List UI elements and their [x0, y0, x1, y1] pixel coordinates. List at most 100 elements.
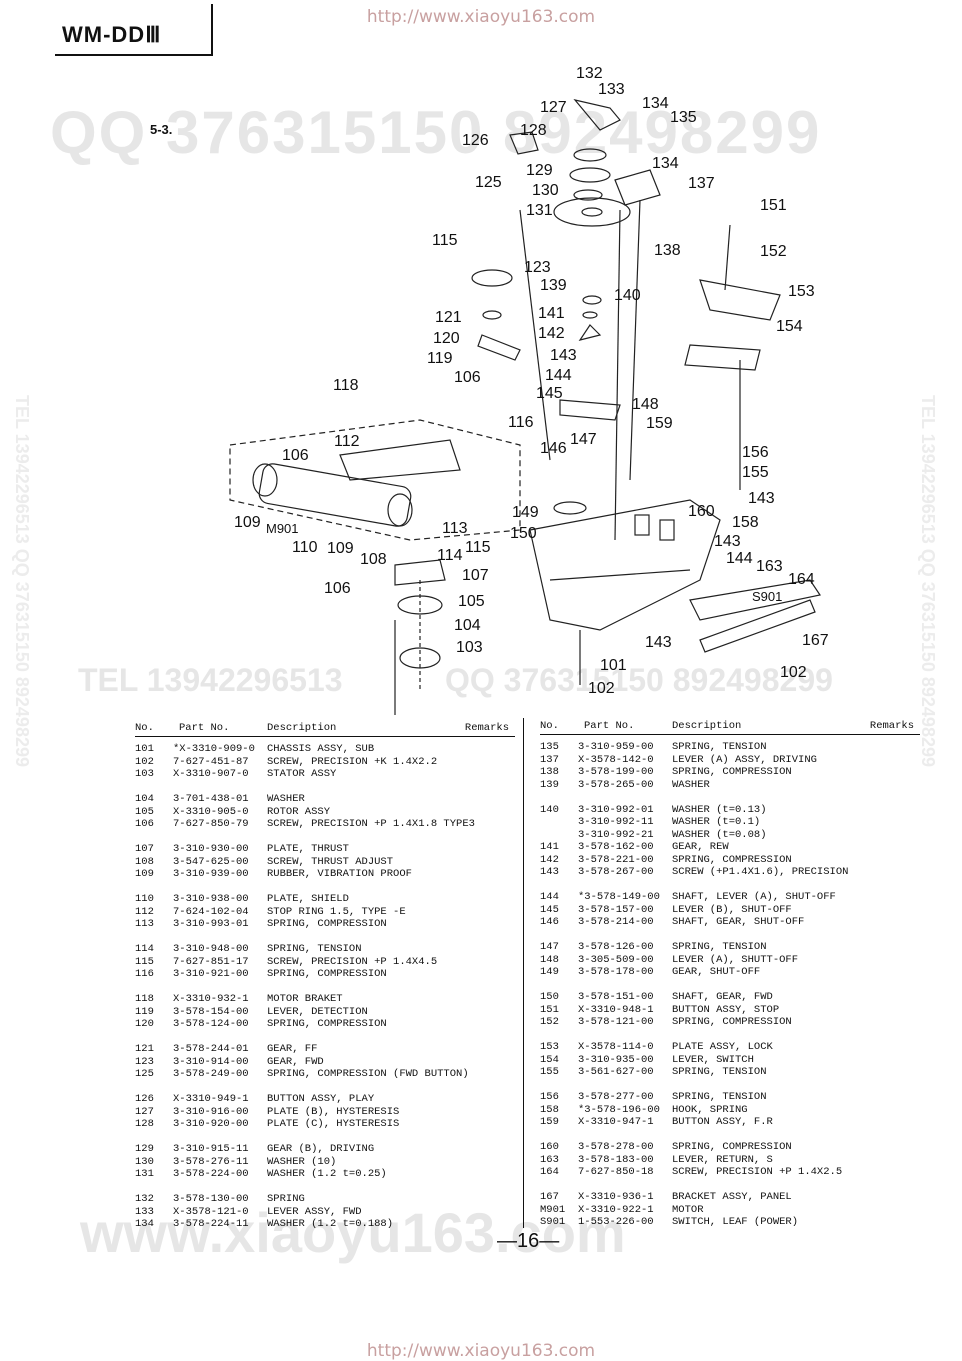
cell-part-no: 3-310-992-01 [578, 803, 654, 816]
watermark-url-top[interactable]: http://www.xiaoyu163.com [366, 7, 596, 27]
cell-no: 134 [135, 1218, 154, 1230]
cell-description: SPRING, TENSION [267, 943, 362, 955]
callout-label: 142 [538, 325, 565, 342]
cell-part-no: 3-310-959-00 [578, 741, 654, 753]
callout-label: 113 [442, 520, 468, 537]
cell-part-no: 3-310-993-01 [173, 918, 249, 930]
cell-part-no: 3-310-921-00 [173, 968, 249, 980]
cell-no: 155 [540, 1066, 559, 1078]
cell-part-no: 3-578-267-00 [578, 866, 654, 878]
cell-description: WASHER (t=0.1) [672, 816, 761, 828]
callout-label: 141 [538, 305, 565, 322]
callout-label: 143 [748, 490, 775, 507]
watermark-qq-mid: QQ 376315150 892498299 [445, 662, 833, 698]
cell-no: 135 [540, 741, 559, 753]
callout-label: 137 [688, 175, 715, 192]
cell-no: S901 [540, 1216, 566, 1228]
cell-description: STATOR ASSY [267, 768, 337, 780]
cell-part-no: *X-3310-909-0 [173, 743, 255, 755]
cell-no: 151 [540, 1003, 559, 1016]
diagram-artwork [229, 99, 821, 715]
cell-description: GEAR, FWD [267, 1055, 324, 1068]
cell-part-no: X-3578-114-0 [578, 1041, 654, 1053]
cell-description: SPRING, COMPRESSION [672, 766, 792, 778]
cell-no: 144 [540, 891, 559, 903]
cell-part-no: 3-578-199-00 [578, 766, 654, 778]
callout-label: 120 [433, 330, 460, 347]
cell-part-no: 3-701-438-01 [173, 793, 249, 805]
cell-part-no: 3-310-935-00 [578, 1053, 654, 1066]
callout-label: 163 [756, 558, 783, 575]
cell-no: 139 [540, 778, 559, 791]
cell-part-no: X-3310-907-0 [173, 768, 249, 780]
cell-description: BUTTON ASSY, STOP [672, 1003, 780, 1016]
cell-part-no: 3-578-244-01 [173, 1043, 249, 1055]
cell-no: 119 [135, 1005, 154, 1018]
cell-part-no: X-3578-142-0 [578, 753, 654, 766]
cell-no: 163 [540, 1153, 559, 1166]
callout-label: 144 [545, 367, 572, 384]
cell-part-no: 3-578-178-00 [578, 966, 654, 978]
cell-no: 104 [135, 793, 154, 805]
cell-no: 140 [540, 803, 559, 816]
cell-part-no: X-3310-905-0 [173, 805, 249, 818]
cell-no: 164 [540, 1166, 559, 1178]
table-header: No. Part No. Description Remarks [135, 720, 515, 737]
cell-no: 120 [135, 1018, 154, 1030]
callout-label: 128 [520, 122, 547, 139]
cell-description: LEVER (A), SHUTT-OFF [672, 953, 799, 966]
cell-description: LEVER, RETURN, S [672, 1153, 773, 1166]
callout-label: 125 [475, 174, 502, 191]
cell-no: 110 [135, 893, 154, 905]
callout-label: 130 [532, 182, 559, 199]
callout-label: 147 [570, 431, 597, 448]
cell-no: 129 [135, 1143, 154, 1155]
callout-label: 119 [427, 350, 453, 367]
watermark-url-bottom[interactable]: http://www.xiaoyu163.com [366, 1341, 596, 1361]
cell-no: 137 [540, 753, 559, 766]
callout-label: 140 [614, 287, 641, 304]
callout-label: 106 [282, 447, 309, 464]
callout-label: 138 [654, 242, 681, 259]
cell-description: LEVER (B), SHUT-OFF [672, 903, 792, 916]
cell-part-no: 3-578-224-11 [173, 1218, 249, 1230]
cell-description: SPRING, COMPRESSION [267, 1018, 387, 1030]
cell-description: BUTTON ASSY, PLAY [267, 1093, 375, 1105]
cell-no: 132 [135, 1193, 154, 1205]
diagram-callouts: 132 133 134 127 135 128 126 134 129 125 … [234, 65, 829, 697]
callout-label: 155 [742, 464, 769, 481]
callout-label: 132 [576, 65, 603, 82]
header-description: Description [672, 720, 742, 732]
cell-description: SPRING, COMPRESSION [672, 853, 792, 866]
callout-label: 105 [458, 593, 485, 610]
cell-no: 141 [540, 841, 559, 853]
callout-label: 114 [437, 547, 463, 564]
cell-part-no: 3-578-276-11 [173, 1155, 249, 1168]
cell-description: SPRING, TENSION [672, 741, 767, 753]
cell-part-no: 3-578-278-00 [578, 1141, 654, 1153]
section-number: 5-3. [150, 122, 173, 137]
cell-description: WASHER [672, 778, 710, 791]
callout-label: 153 [788, 283, 815, 300]
watermark-tel-mid: TEL 13942296513 [78, 662, 343, 698]
cell-no: 106 [135, 818, 154, 830]
cell-no: M901 [540, 1203, 566, 1216]
callout-sublabel: S901 [752, 589, 782, 604]
